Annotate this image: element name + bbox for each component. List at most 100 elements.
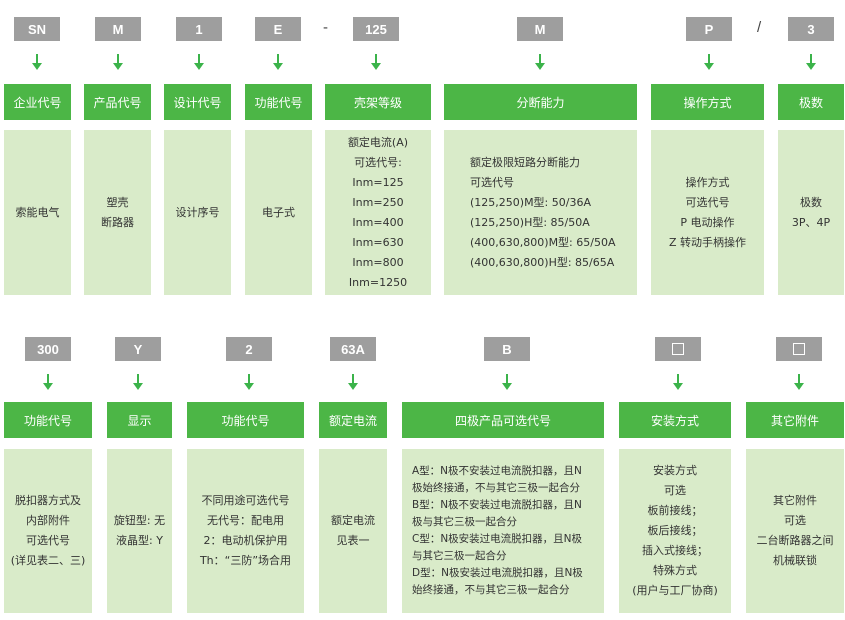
desc-line: 可选代号 (26, 534, 70, 547)
desc-line: 与其它三极一起合分 (412, 550, 507, 562)
desc-line: 不同用途可选代号 (201, 494, 290, 507)
desc-line: 可选 (784, 514, 806, 527)
code-display: Y (115, 337, 161, 361)
desc-line: 其它附件 (773, 494, 817, 507)
desc-four-pole-options: A型：N极不安装过电流脱扣器，且N 极始终接通，不与其它三极一起合分 B型：N极… (402, 449, 604, 613)
desc-line: 可选 (664, 484, 686, 497)
desc-line: (用户与工厂协商) (632, 584, 718, 597)
code-frame-grade: 125 (353, 17, 399, 41)
code-breaking-capacity: M (517, 17, 563, 41)
code-usage-function: 2 (226, 337, 272, 361)
desc-line: 板前接线； (647, 504, 703, 517)
desc-line: 始终接通，不与其它三极一起合分 (412, 584, 570, 596)
desc-breaking-capacity: 额定极限短路分断能力 可选代号 (125,250)M型: 50/36A (125… (444, 130, 637, 295)
desc-line: 额定极限短路分断能力 (470, 155, 580, 169)
desc-line: 可选代号: (354, 155, 402, 169)
desc-line: 索能电气 (15, 205, 60, 219)
desc-line: 插入式接线； (642, 544, 708, 557)
desc-line: Inm=125 (352, 175, 404, 189)
header-product-code: 产品代号 (84, 84, 151, 120)
desc-line: A型：N极不安装过电流脱扣器，且N (412, 465, 582, 477)
arrow-down-icon (273, 54, 283, 71)
desc-line: 额定电流(A) (347, 135, 409, 149)
desc-product-code: 塑壳 断路器 (84, 130, 151, 295)
desc-other-accessories: 其它附件 可选 二台断路器之间 机械联锁 (746, 449, 844, 613)
desc-line: 安装方式 (653, 464, 697, 477)
desc-line: (400,630,800)M型: 65/50A (470, 235, 616, 249)
desc-operation-mode: 操作方式 可选代号 P 电动操作 Z 转动手柄操作 (651, 130, 764, 295)
desc-line: 见表一 (336, 534, 370, 547)
desc-line: C型：N极安装过电流脱扣器，且N极 (412, 533, 583, 545)
desc-line: (400,630,800)H型: 85/65A (470, 255, 615, 269)
desc-line: 极数 (800, 195, 822, 209)
arrow-down-icon (704, 54, 714, 71)
empty-square-icon (793, 343, 805, 355)
code-operation: P (686, 17, 732, 41)
header-design-code: 设计代号 (164, 84, 231, 120)
desc-line: 可选代号 (685, 195, 730, 209)
desc-rated-current: 额定电流 见表一 (319, 449, 387, 613)
desc-line: 操作方式 (685, 175, 730, 189)
header-display: 显示 (107, 402, 172, 438)
code-rated-current: 63A (330, 337, 376, 361)
desc-line: 断路器 (101, 215, 134, 229)
desc-line: 机械联锁 (773, 554, 817, 567)
desc-line: Inm=630 (352, 235, 404, 249)
arrow-down-icon (32, 54, 42, 71)
arrow-down-icon (43, 374, 53, 391)
desc-line: 极始终接通，不与其它三极一起合分 (412, 482, 580, 494)
desc-function-code: 电子式 (245, 130, 312, 295)
arrow-down-icon (371, 54, 381, 71)
header-rated-current: 额定电流 (319, 402, 387, 438)
code-accessories-placeholder (776, 337, 822, 361)
desc-line: (125,250)M型: 50/36A (470, 195, 591, 209)
header-operation-mode: 操作方式 (651, 84, 764, 120)
desc-line: 塑壳 (106, 195, 129, 209)
desc-line: P 电动操作 (680, 215, 735, 229)
desc-line: 二台断路器之间 (756, 534, 834, 547)
code-poles: 3 (788, 17, 834, 41)
arrow-down-icon (502, 374, 512, 391)
desc-line: Inm=400 (352, 215, 404, 229)
header-installation-mode: 安装方式 (619, 402, 731, 438)
desc-line: 脱扣器方式及 (15, 494, 81, 507)
header-other-accessories: 其它附件 (746, 402, 844, 438)
desc-line: 2：电动机保护用 (203, 534, 288, 547)
code-release-function: 300 (25, 337, 71, 361)
desc-line: 板后接线； (647, 524, 703, 537)
separator-slash: / (757, 19, 762, 36)
desc-line: 额定电流 (331, 514, 375, 527)
desc-line: B型：N极不安装过电流脱扣器，且N (412, 499, 582, 511)
header-frame-grade: 壳架等级 (325, 84, 431, 120)
desc-line: 旋钮型: 无 (113, 514, 166, 527)
header-function-code: 功能代号 (245, 84, 312, 120)
desc-design-code: 设计序号 (164, 130, 231, 295)
desc-line: 设计序号 (175, 205, 220, 219)
desc-line: 电子式 (262, 205, 295, 219)
header-breaking-capacity: 分断能力 (444, 84, 637, 120)
code-function: E (255, 17, 301, 41)
desc-line: (详见表二、三) (10, 554, 86, 567)
header-release-function-code: 功能代号 (4, 402, 92, 438)
arrow-down-icon (133, 374, 143, 391)
code-enterprise: SN (14, 17, 60, 41)
desc-line: Th：“三防”场合用 (199, 554, 292, 567)
desc-line: Inm=250 (352, 195, 404, 209)
header-enterprise-code: 企业代号 (4, 84, 71, 120)
desc-line: 极与其它三极一起合分 (412, 516, 517, 528)
arrow-down-icon (673, 374, 683, 391)
arrow-down-icon (806, 54, 816, 71)
arrow-down-icon (244, 374, 254, 391)
code-installation-placeholder (655, 337, 701, 361)
desc-release-function: 脱扣器方式及 内部附件 可选代号 (详见表二、三) (4, 449, 92, 613)
desc-frame-grade: 额定电流(A) 可选代号: Inm=125 Inm=250 Inm=400 In… (325, 130, 431, 295)
separator-dash: - (323, 19, 328, 36)
arrow-down-icon (113, 54, 123, 71)
desc-line: Inm=1250 (348, 275, 408, 289)
code-design: 1 (176, 17, 222, 41)
desc-line: Z 转动手柄操作 (668, 235, 747, 249)
desc-line: D型：N极安装过电流脱扣器，且N极 (412, 567, 583, 579)
header-four-pole-options: 四极产品可选代号 (402, 402, 604, 438)
desc-line: 液晶型: Y (116, 534, 163, 547)
desc-line: 可选代号 (470, 175, 514, 189)
